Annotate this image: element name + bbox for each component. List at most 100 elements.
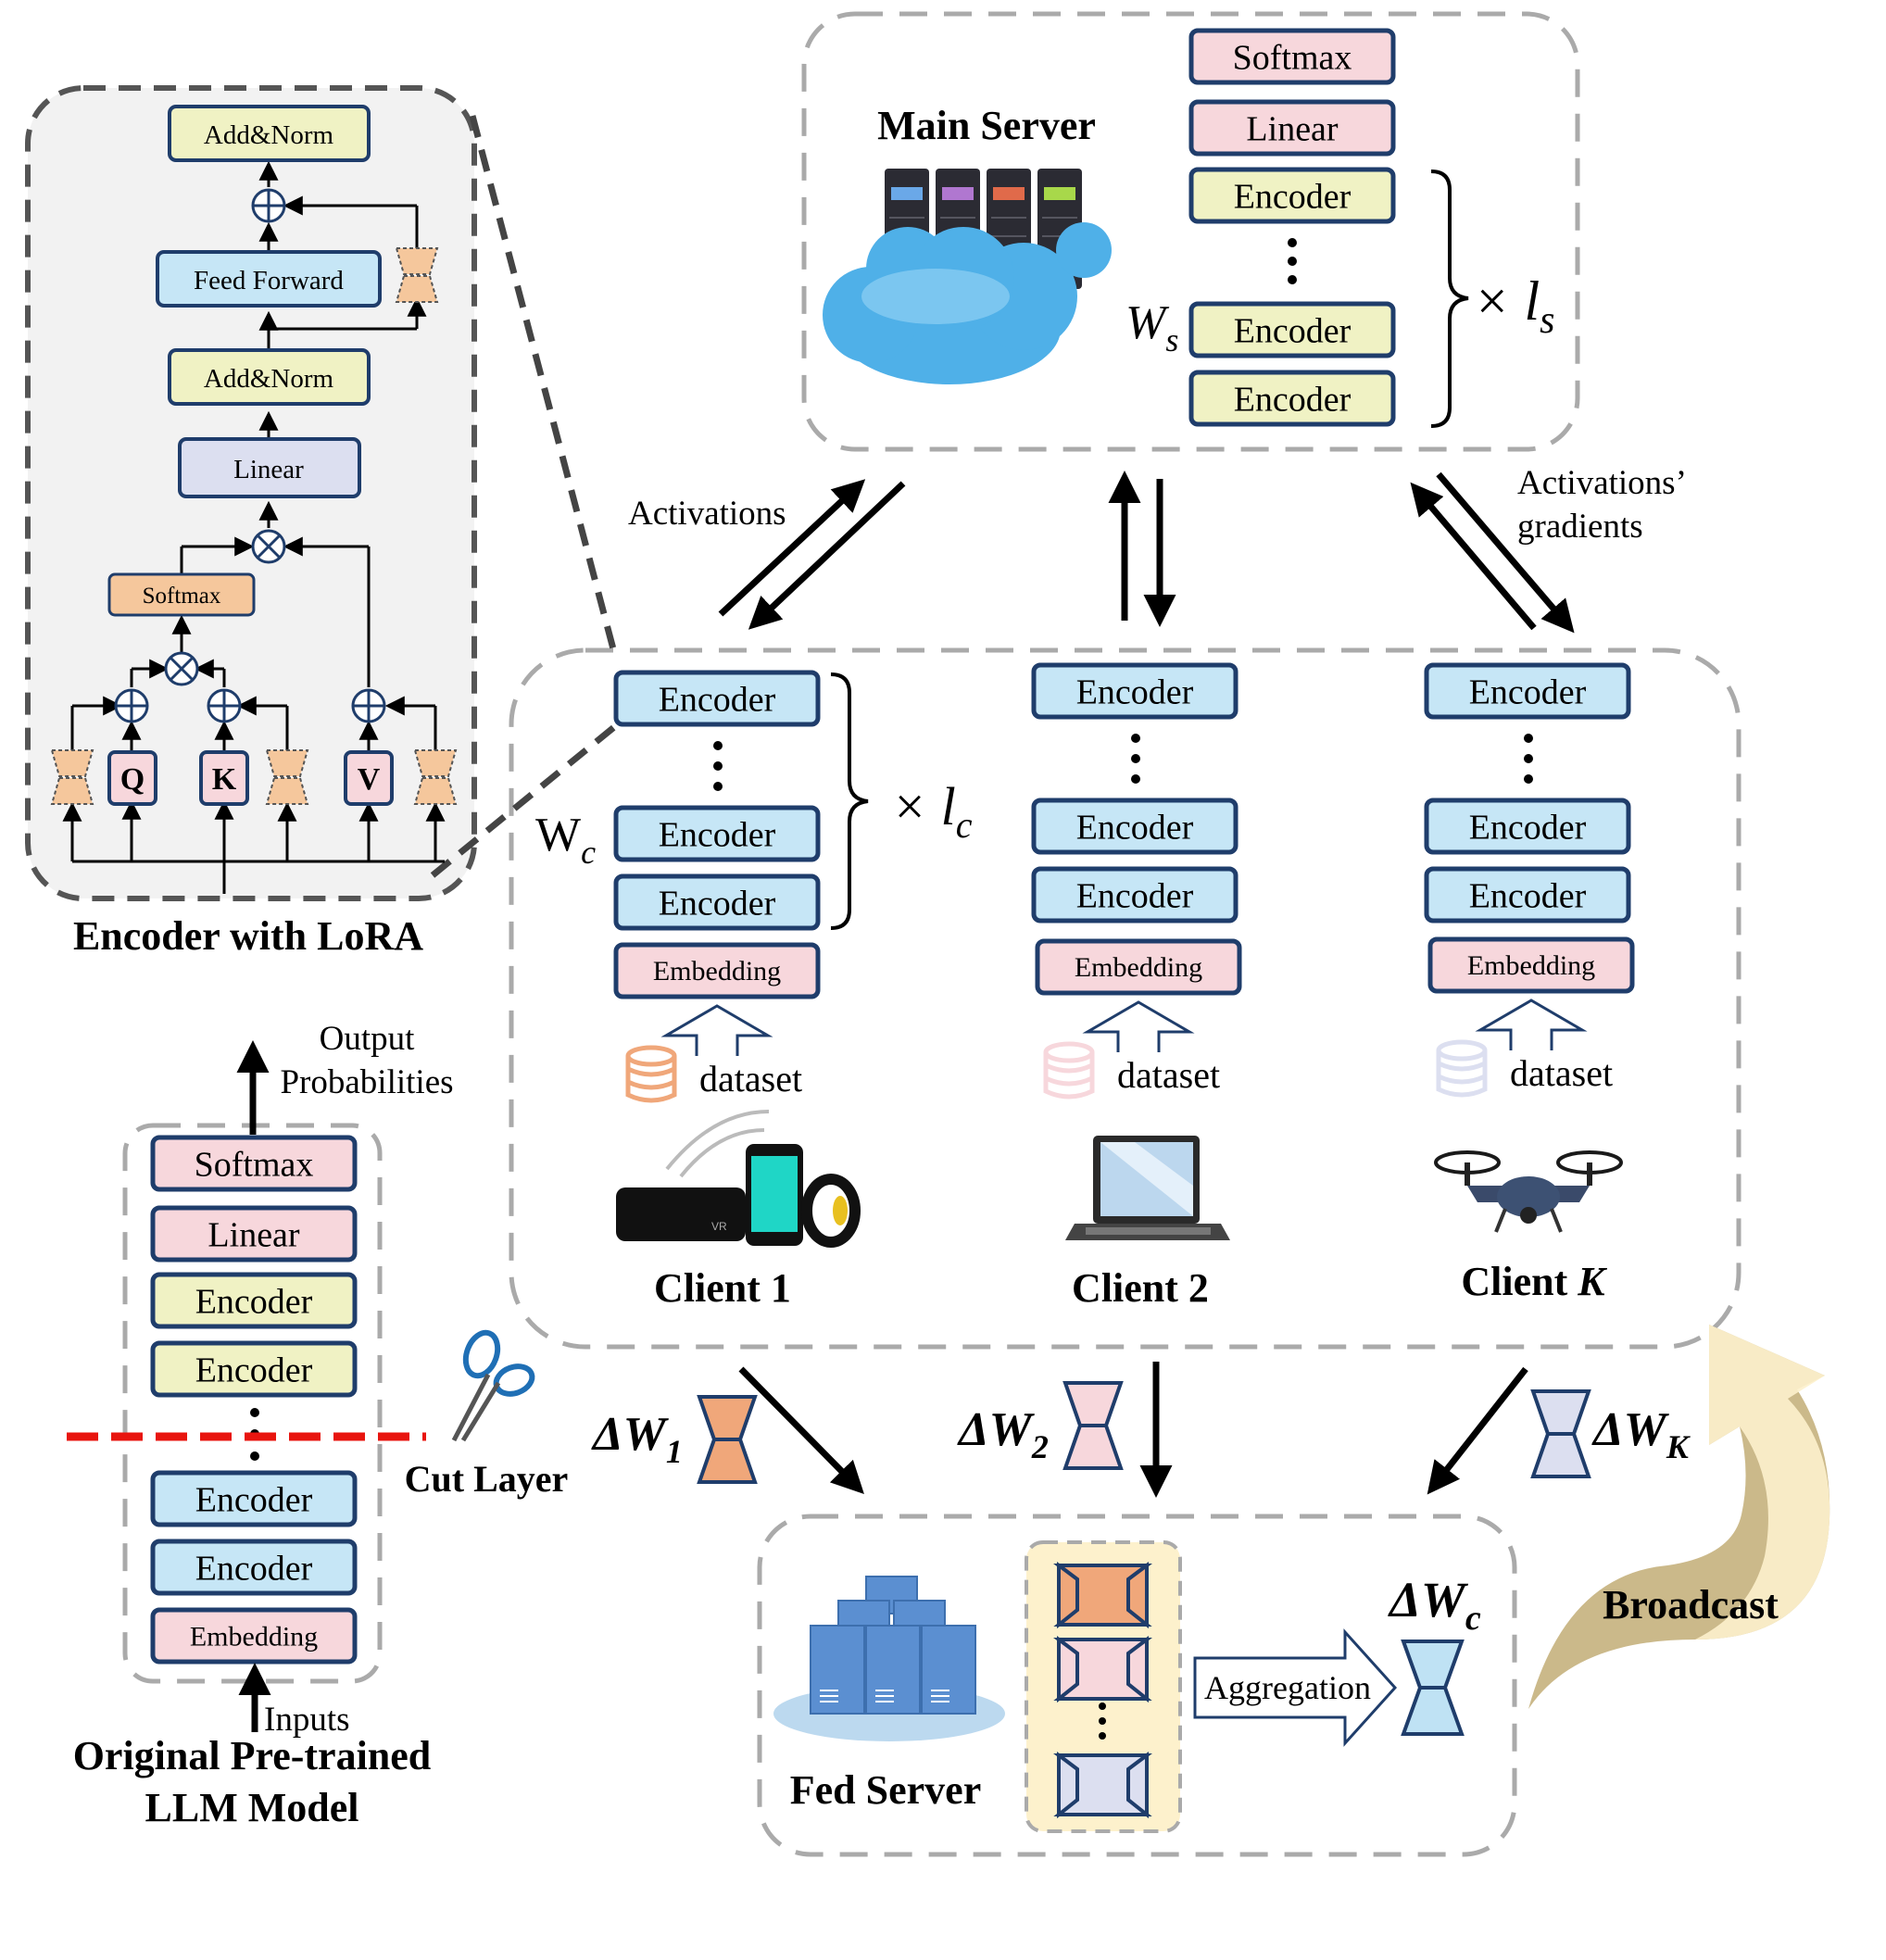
client-2-encoder-2 xyxy=(1031,866,1238,923)
lora-hourglass-icon xyxy=(265,749,309,805)
main-server-repeat-label: × ls xyxy=(1473,270,1555,342)
original-layer-0 xyxy=(150,1135,358,1192)
client-2-encoder-0 xyxy=(1031,662,1238,720)
main-server-layer-2-label: Encoder xyxy=(1234,177,1352,216)
activation-arrows xyxy=(718,471,1575,634)
main-server-title: Main Server xyxy=(877,103,1096,148)
client-1-dataset-label: dataset xyxy=(699,1058,802,1099)
original-model-panel: Output Probabilities SoftmaxLinearEncode… xyxy=(122,1020,454,1739)
lora-k-block xyxy=(199,750,249,806)
svg-text:VR: VR xyxy=(711,1220,727,1233)
cut-layer-label: Cut Layer xyxy=(405,1458,569,1500)
original-layer-3-label: Encoder xyxy=(195,1351,313,1389)
client-3-encoder-2-label: Encoder xyxy=(1469,876,1587,915)
lora-linear-label: Linear xyxy=(233,455,304,484)
client-3-embedding-label: Embedding xyxy=(1467,950,1595,981)
aggregation-arrow: Aggregation xyxy=(1193,1628,1398,1747)
client-3-encoder-0-label: Encoder xyxy=(1469,672,1587,711)
aggregated-weight-label: ΔWc xyxy=(1388,1572,1481,1638)
main-server-layer-2 xyxy=(1188,167,1396,224)
main-server-layer-3 xyxy=(1188,301,1396,358)
client-3-embedding xyxy=(1427,936,1635,994)
client-1-embedding xyxy=(613,942,821,999)
original-layer-0-label: Softmax xyxy=(195,1145,314,1184)
original-layer-3 xyxy=(150,1340,358,1398)
main-server-brace xyxy=(1430,170,1469,428)
lora-linear xyxy=(178,437,361,498)
client-ellipsis-dot xyxy=(713,782,723,791)
client-1-embedding-label: Embedding xyxy=(653,956,781,986)
client-3-encoder-1-label: Encoder xyxy=(1469,808,1587,847)
original-layer-4-label: Encoder xyxy=(195,1480,313,1519)
original-layer-6 xyxy=(150,1607,358,1665)
fed-server-title: Fed Server xyxy=(790,1767,981,1813)
main-server-ellipsis-dot xyxy=(1288,275,1297,284)
encoder-lora-caption: Encoder with LoRA xyxy=(73,913,423,959)
gradients-label-line2: gradients xyxy=(1517,508,1643,546)
client-brace xyxy=(830,672,869,930)
client-3-dataset-label: dataset xyxy=(1510,1052,1613,1094)
client-1-encoder-0-label: Encoder xyxy=(659,680,776,719)
original-layer-2-label: Encoder xyxy=(195,1282,313,1321)
aggregation-label: Aggregation xyxy=(1204,1669,1371,1706)
lora-hourglass-icon xyxy=(395,247,439,303)
activations-label: Activations xyxy=(628,495,786,533)
client-2-delta-label: ΔW2 xyxy=(957,1403,1049,1465)
client-ellipsis-dot xyxy=(1131,734,1140,743)
laptop-icon xyxy=(1065,1136,1230,1240)
original-layer-4 xyxy=(150,1470,358,1527)
original-layer-5 xyxy=(150,1539,358,1596)
lora-softmax xyxy=(107,572,256,617)
main-server-layer-1-label: Linear xyxy=(1246,109,1339,148)
encoder-lora-panel: Add&Norm Feed Forward Add&Norm Linear So… xyxy=(25,85,620,901)
original-layer-1 xyxy=(150,1205,358,1263)
lora-add-norm-top-label: Add&Norm xyxy=(204,120,334,150)
client-repeat-label: × lc xyxy=(891,776,973,846)
input-arrow-icon xyxy=(1475,999,1588,1050)
client-2-embedding-label: Embedding xyxy=(1075,952,1202,983)
database-icon xyxy=(1043,1041,1095,1099)
client-2-embedding xyxy=(1035,938,1242,996)
scissors-icon xyxy=(451,1329,535,1442)
inputs-label: Inputs xyxy=(264,1701,350,1739)
client-2-encoder-1-label: Encoder xyxy=(1076,808,1194,847)
database-icon xyxy=(1436,1039,1488,1098)
client-column-1: EncoderEncoderEncoderEmbeddingdatasetCli… xyxy=(613,670,821,1311)
client-2-title: Client 2 xyxy=(1072,1265,1209,1311)
clients-panel: EncoderEncoderEncoderEmbeddingdatasetCli… xyxy=(509,647,1741,1350)
original-layer-2 xyxy=(150,1272,358,1329)
client-1-encoder-2-label: Encoder xyxy=(659,884,776,923)
lora-v-label: V xyxy=(358,762,381,797)
client-3-title: Client K xyxy=(1461,1259,1607,1304)
fed-server-panel: Fed Server Aggregation ΔWc xyxy=(757,1514,1517,1857)
client-3-encoder-2 xyxy=(1424,866,1631,923)
lora-v-block xyxy=(344,750,394,806)
main-server-layer-0-label: Softmax xyxy=(1233,38,1352,77)
main-server-ellipsis-dot xyxy=(1288,257,1297,266)
broadcast-arrow xyxy=(1528,1325,1830,1709)
client-2-dataset-label: dataset xyxy=(1117,1054,1220,1096)
ellipsis-dots xyxy=(1099,1702,1106,1740)
update-arrows xyxy=(738,1362,1528,1498)
main-server-ellipsis-dot xyxy=(1288,238,1297,247)
main-server-layer-0 xyxy=(1188,28,1396,85)
main-server-panel: Main Server xyxy=(801,11,1580,452)
fed-server-icon xyxy=(773,1576,1005,1741)
client-ellipsis-dot xyxy=(1131,754,1140,763)
broadcast-label: Broadcast xyxy=(1603,1582,1779,1627)
client-3-delta-label: ΔWK xyxy=(1591,1403,1691,1465)
drone-icon xyxy=(1434,1150,1623,1233)
lora-softmax-label: Softmax xyxy=(143,584,221,609)
gradients-label-line1: Activations’ xyxy=(1517,464,1687,502)
lora-add-norm-mid-label: Add&Norm xyxy=(204,364,334,394)
client-column-2: EncoderEncoderEncoderEmbeddingdatasetCli… xyxy=(1031,662,1242,1311)
main-server-weight-label: Ws xyxy=(1125,296,1178,358)
client-2-encoder-0-label: Encoder xyxy=(1076,672,1194,711)
lora-add-norm-top xyxy=(168,105,371,162)
client-column-3: EncoderEncoderEncoderEmbeddingdatasetCli… xyxy=(1424,662,1635,1304)
wearables-icon: VR xyxy=(616,1110,861,1248)
cloud-server-icon xyxy=(823,169,1112,384)
main-server-layer-4 xyxy=(1188,370,1396,427)
client-1-encoder-1-label: Encoder xyxy=(659,815,776,854)
